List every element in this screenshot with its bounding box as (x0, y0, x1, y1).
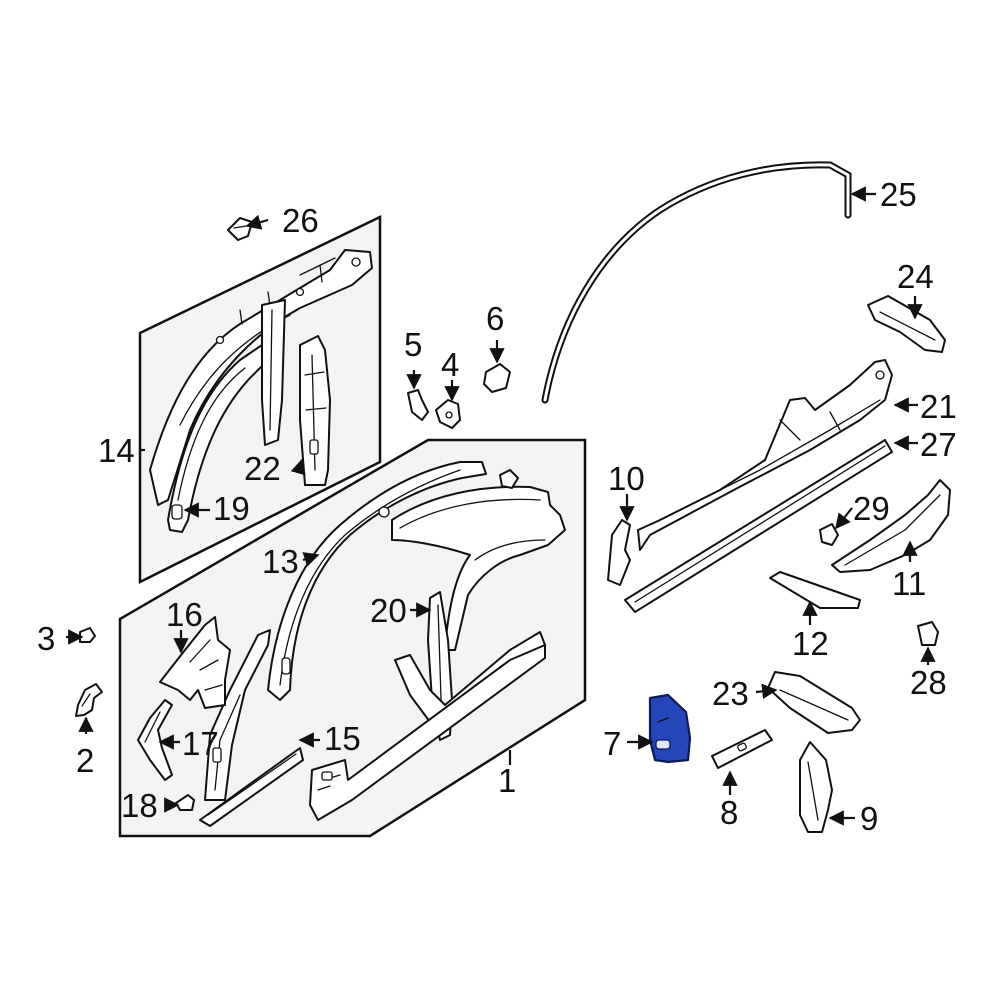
callout-29: 29 (853, 490, 890, 527)
callout-4: 4 (441, 346, 459, 383)
callout-13: 13 (262, 543, 299, 580)
part-16-bracket (159, 616, 231, 709)
part-23-bracket (767, 671, 861, 734)
part-24-bracket (867, 295, 946, 353)
callout-28: 28 (910, 664, 947, 701)
callout-25: 25 (880, 176, 917, 213)
callout-7: 7 (603, 725, 621, 762)
part-9-bracket (799, 741, 833, 833)
callout-3: 3 (37, 620, 55, 657)
callout-11: 11 (892, 565, 926, 602)
part-5-hinge (407, 389, 429, 421)
part-27-rocker-cover (624, 439, 893, 613)
part-21-rocker-inner (637, 359, 893, 551)
callout-8: 8 (720, 794, 738, 831)
callout-23: 23 (712, 675, 749, 712)
part-28-plug (917, 621, 939, 646)
part-10-bracket (607, 519, 631, 586)
part-8-pad (711, 729, 773, 769)
part-15-sill (199, 747, 304, 827)
part-6-plug (483, 363, 511, 393)
callout-1: 1 (498, 762, 516, 799)
callout-24: 24 (897, 258, 934, 295)
part-1-rocker-outer (309, 631, 546, 821)
callout-12: 12 (792, 625, 829, 662)
part-29-clip (819, 523, 839, 546)
part-7-highlighted (648, 693, 692, 764)
callout-5: 5 (404, 326, 422, 363)
part-1-clip (499, 469, 519, 489)
part-14-center-post (261, 299, 286, 446)
callout-15: 15 (324, 720, 361, 757)
callout-10: 10 (608, 460, 645, 497)
callout-18: 18 (121, 787, 158, 824)
callout-22: 22 (244, 450, 281, 487)
callout-16: 16 (166, 596, 203, 633)
part-3-grommet (79, 627, 96, 643)
part-1-quarter-panel (391, 485, 566, 651)
callout-21: 21 (920, 388, 957, 425)
callout-19: 19 (213, 490, 250, 527)
part-4-hinge (435, 399, 461, 429)
callout-26: 26 (282, 202, 319, 239)
part-1-a-pillar-lower (204, 629, 271, 801)
part-26-clip (227, 217, 253, 241)
part-11-panel (831, 479, 951, 573)
callout-9: 9 (860, 800, 878, 837)
callout-17: 17 (182, 725, 219, 762)
callout-6: 6 (486, 300, 504, 337)
part-22-b-pillar (299, 335, 331, 486)
callout-20: 20 (370, 592, 407, 629)
callout-2: 2 (76, 742, 94, 779)
part-12-strip (769, 571, 861, 609)
assembly-panel-14 (138, 215, 382, 585)
part-14-inner-frame (149, 249, 373, 506)
callout-14: 14 (98, 432, 135, 469)
part-19-pillar (167, 344, 269, 533)
callout-27: 27 (920, 426, 957, 463)
part-2-bracket (75, 683, 103, 717)
